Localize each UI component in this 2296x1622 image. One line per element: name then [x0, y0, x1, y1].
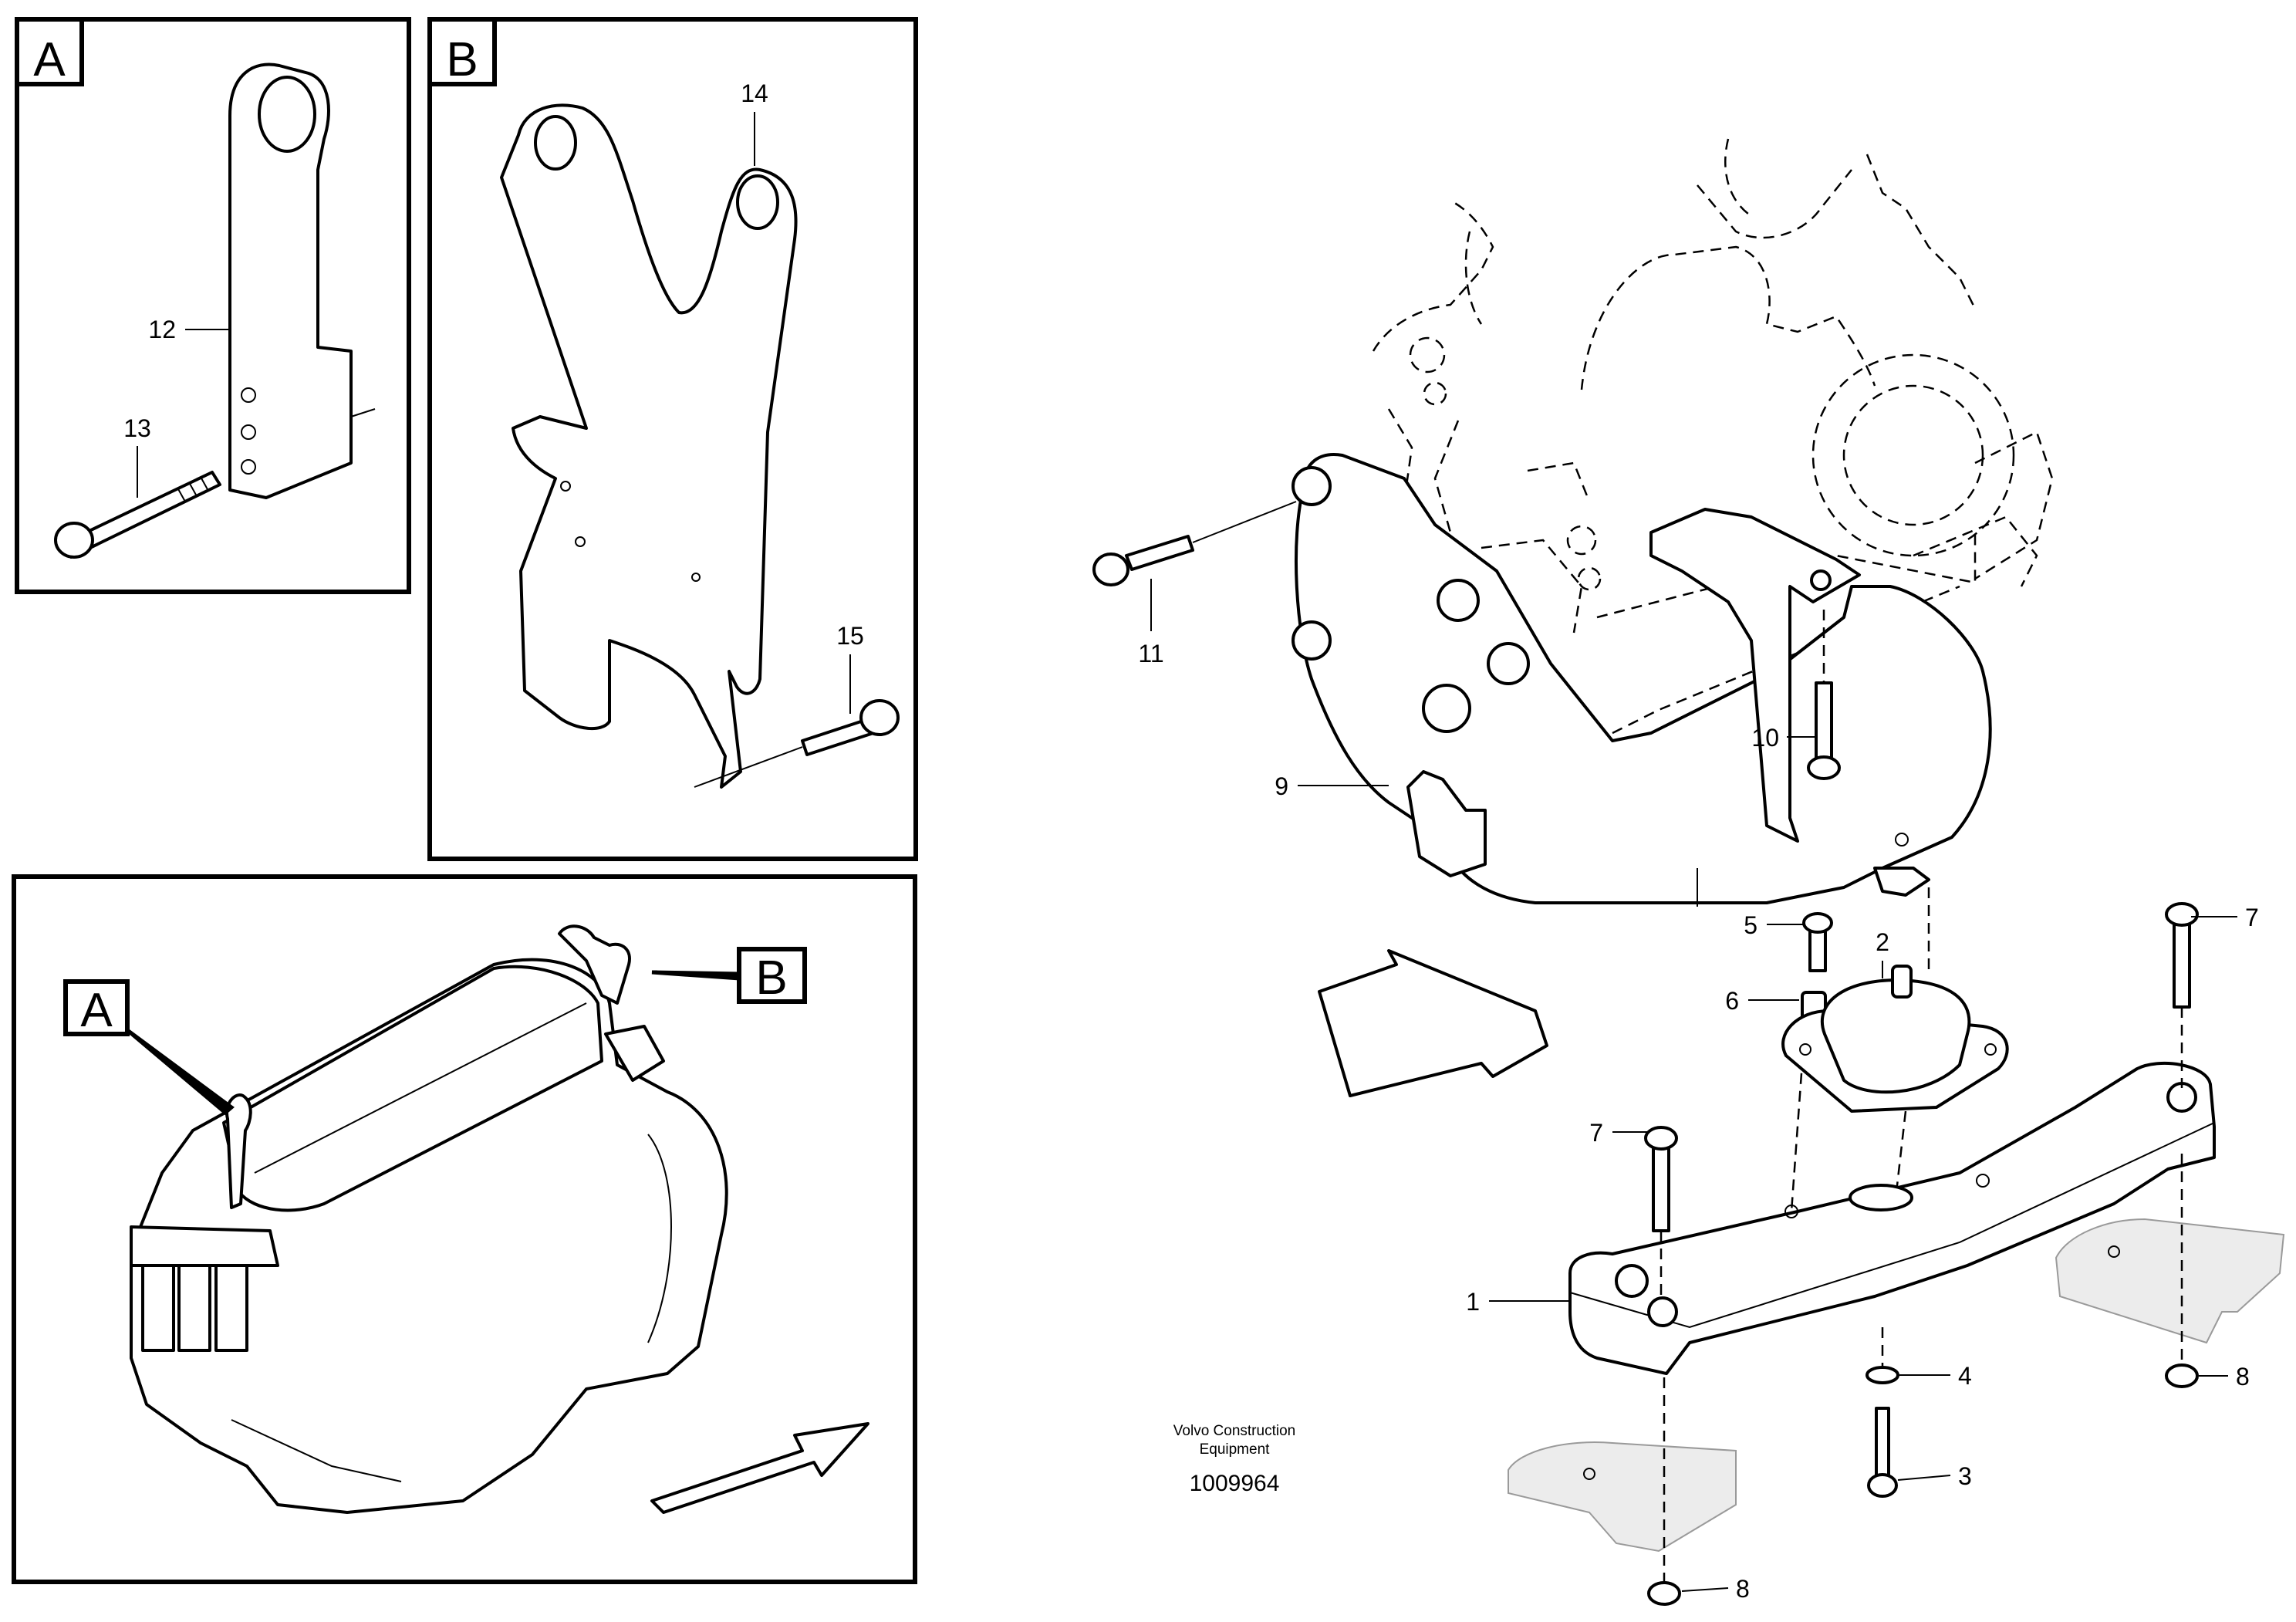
callout-7-left: 7 [1589, 1119, 1603, 1147]
callout-15: 15 [836, 622, 864, 650]
bolt-13 [54, 471, 221, 559]
detail-a-box [15, 17, 84, 86]
bolt-3 [1867, 1407, 1898, 1498]
caption-company-line1: Volvo Construction [1173, 1423, 1295, 1439]
detail-b-panel: B 14 15 [427, 17, 918, 861]
block-hole-right [2108, 1245, 2120, 1258]
lifting-bracket-b [500, 103, 798, 789]
callout-12: 12 [148, 316, 176, 343]
overview-leader-a [126, 1028, 235, 1116]
forward-arrow-main [1318, 949, 1548, 1097]
support-block-right [2055, 1218, 2285, 1344]
callout-4: 4 [1958, 1362, 1972, 1390]
engine-mount-2 [1781, 887, 2009, 1193]
engine-overview-panel: A B [12, 874, 917, 1584]
detail-a-box-label: A [33, 33, 66, 86]
document-number: 1009964 [1190, 1471, 1280, 1496]
callout-8-left: 8 [1736, 1575, 1750, 1603]
callout-7-right: 7 [2245, 904, 2259, 931]
callout-5: 5 [1744, 911, 1757, 939]
bolt-15 [694, 699, 900, 788]
callout-1: 1 [1466, 1288, 1480, 1316]
engine-bracket-9 [1292, 453, 1992, 907]
lifting-eye-a [228, 63, 376, 499]
overview-box-a [63, 979, 130, 1036]
caption-company-line2: Equipment [1200, 1441, 1271, 1458]
detail-a-panel: A 12 13 [15, 17, 411, 594]
leader-8-left [1681, 1587, 1729, 1592]
detail-b-box-label: B [446, 33, 478, 86]
leader-3 [1897, 1475, 1951, 1481]
detail-b-frame [427, 17, 918, 861]
callout-6: 6 [1725, 987, 1739, 1015]
engine-sketch [130, 924, 728, 1514]
block-hole-left [1583, 1468, 1595, 1480]
bolt-10 [1807, 610, 1841, 780]
detail-a-frame [15, 17, 411, 594]
callout-13: 13 [123, 414, 151, 442]
bolt-5 [1802, 912, 1833, 972]
overview-leader-b [651, 970, 741, 981]
support-block-left [1508, 1441, 1737, 1553]
overview-frame [12, 874, 917, 1584]
bolt-7-right [2165, 902, 2199, 1088]
callout-2: 2 [1876, 928, 1889, 956]
callout-3: 3 [1958, 1462, 1972, 1490]
detail-b-box [427, 17, 497, 86]
caption-block: Volvo Construction Equipment 1009964 [1173, 1423, 1295, 1496]
bolt-7-left [1644, 1126, 1678, 1300]
crossmember-1 [1568, 1062, 2216, 1375]
washer-4 [1866, 1327, 1899, 1384]
nut-8-right [2165, 1154, 2199, 1388]
overview-label-b: B [755, 951, 787, 1005]
main-exploded-view: 11 9 10 5 6 2 7 7 1 4 3 8 8 [1092, 138, 2285, 1606]
callout-14: 14 [741, 79, 768, 107]
overview-label-a: A [80, 984, 113, 1037]
callout-8-right: 8 [2236, 1363, 2250, 1391]
callout-9: 9 [1275, 772, 1288, 800]
forward-arrow-overview [650, 1422, 869, 1514]
nut-8-left [1647, 1377, 1681, 1606]
bolt-11 [1092, 501, 1297, 586]
callout-10: 10 [1751, 724, 1779, 752]
callout-11: 11 [1138, 640, 1163, 667]
